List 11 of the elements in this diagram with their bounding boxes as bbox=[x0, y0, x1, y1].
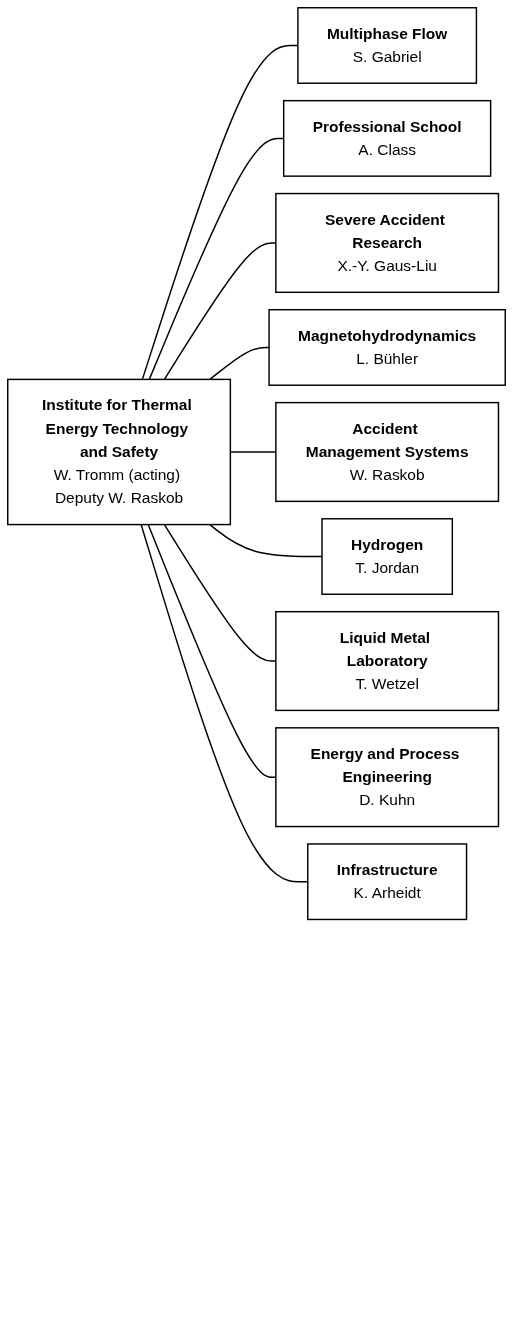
node-box: Magnetohydrodynamics L. Bühler bbox=[268, 309, 506, 386]
node-box: Hydrogen T. Jordan bbox=[321, 518, 454, 595]
node-box: Accident Management Systems W. Raskob bbox=[275, 401, 500, 503]
node-box: Institute for Thermal Energy Technology and Safety W. Tromm (acting) Deputy W. Raskob bbox=[7, 378, 232, 526]
connector bbox=[209, 346, 270, 381]
node-box: Energy and Process Engineering D. Kuhn bbox=[275, 727, 500, 828]
node-box: Multiphase Flow S. Gabriel bbox=[297, 7, 478, 84]
node-box: Professional School A. Class bbox=[282, 99, 492, 177]
node-box: Infrastructure K. Arheidt bbox=[307, 843, 468, 921]
node-box: Severe Accident Research X.-Y. Gaus-Liu bbox=[275, 192, 500, 293]
node-box: Liquid Metal Laboratory T. Wetzel bbox=[275, 610, 500, 712]
